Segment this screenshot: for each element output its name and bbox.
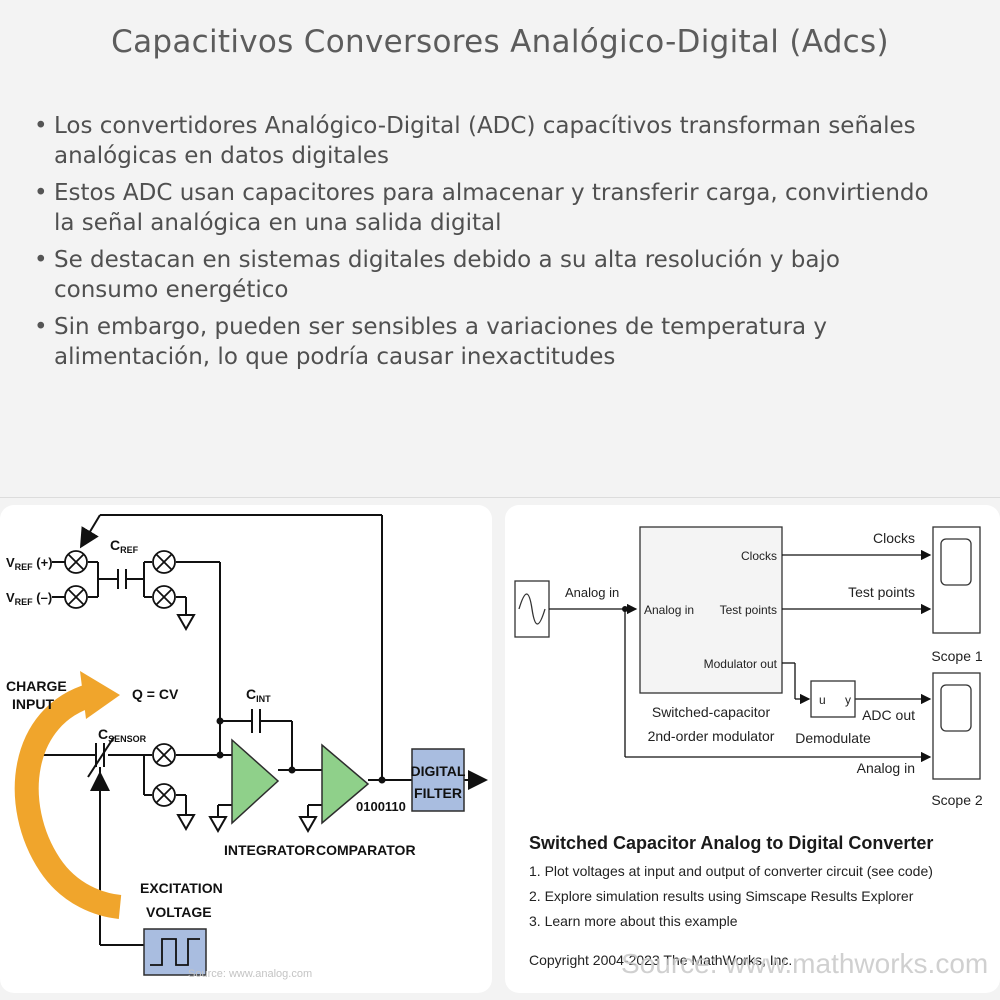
port-test-points: Test points bbox=[720, 603, 777, 617]
excitation-label-2: VOLTAGE bbox=[146, 904, 212, 920]
page-title: Capacitivos Conversores Analógico-Digita… bbox=[111, 24, 889, 60]
sine-wave-icon bbox=[518, 593, 546, 625]
scope-2-screen-icon bbox=[940, 684, 972, 732]
integrator-label: INTEGRATOR bbox=[224, 842, 315, 858]
bullet-item: Los convertidores Analógico-Digital (ADC… bbox=[32, 112, 932, 171]
scope-2-label: Scope 2 bbox=[931, 792, 983, 808]
left-source-label: Source: www.analog.com bbox=[188, 968, 312, 980]
switched-capacitor-block bbox=[639, 526, 783, 694]
comparator-label: COMPARATOR bbox=[316, 842, 416, 858]
excitation-label-1: EXCITATION bbox=[140, 880, 223, 896]
charge-input-label-2: INPUT bbox=[12, 696, 54, 712]
signal-test-points: Test points bbox=[848, 584, 915, 600]
port-clocks: Clocks bbox=[741, 549, 777, 563]
model-step-3: 3. Learn more about this example bbox=[529, 913, 738, 929]
bitstream-label: 0100110 bbox=[356, 799, 406, 814]
cref-label: CREF bbox=[110, 537, 139, 555]
bullet-item: Se destacan en sistemas digitales debido… bbox=[32, 246, 932, 305]
vref-minus-label: VREF (–) bbox=[6, 590, 52, 607]
demodulate-block bbox=[810, 680, 856, 718]
scope-1-label: Scope 1 bbox=[931, 648, 983, 664]
charge-input-label-1: CHARGE bbox=[6, 678, 67, 694]
block-port-in: Analog in bbox=[644, 603, 694, 617]
model-step-1: 1. Plot voltages at input and output of … bbox=[529, 863, 933, 879]
demodulate-label: Demodulate bbox=[795, 730, 871, 746]
simulink-model-panel: Analog in Analog in Clocks Test points M… bbox=[505, 505, 1000, 993]
model-title: Switched Capacitor Analog to Digital Con… bbox=[529, 833, 933, 853]
capacitive-adc-diagram-panel: VREF (+) VREF (–) CREF CINT CSENSOR CHAR… bbox=[0, 505, 492, 993]
capacitive-adc-diagram: VREF (+) VREF (–) CREF CINT CSENSOR CHAR… bbox=[6, 514, 488, 980]
vref-plus-label: VREF (+) bbox=[6, 555, 53, 572]
block-name-line-2: 2nd-order modulator bbox=[648, 728, 775, 744]
signal-analog-in: Analog in bbox=[857, 760, 915, 776]
charge-arrowhead bbox=[80, 671, 120, 719]
bullet-list: Los convertidores Analógico-Digital (ADC… bbox=[32, 112, 932, 380]
signal-clocks: Clocks bbox=[873, 530, 915, 546]
model-step-2: 2. Explore simulation results using Sims… bbox=[529, 888, 914, 904]
bullet-item: Sin embargo, pueden ser sensibles a vari… bbox=[32, 313, 932, 372]
charge-arrow bbox=[14, 683, 122, 919]
comparator-amplifier bbox=[321, 743, 370, 825]
cint-label: CINT bbox=[246, 686, 271, 704]
simulink-model-diagram: Analog in Analog in Clocks Test points M… bbox=[514, 526, 988, 979]
q-cv-label: Q = CV bbox=[132, 686, 179, 702]
csensor-label: CSENSOR bbox=[98, 726, 147, 744]
right-source-label: Source: www.mathworks.com bbox=[621, 948, 988, 979]
signal-adc-out: ADC out bbox=[862, 707, 915, 723]
bullet-item: Estos ADC usan capacitores para almacena… bbox=[32, 179, 932, 238]
copyright-label: Copyright 2004-2023 The MathWorks, Inc. bbox=[529, 952, 792, 968]
feedback-arrow bbox=[79, 514, 101, 549]
excitation-voltage-box bbox=[143, 928, 207, 976]
digital-filter-label-2: FILTER bbox=[414, 785, 462, 801]
demod-u: u bbox=[819, 693, 826, 707]
demod-y: y bbox=[845, 693, 851, 707]
digital-filter-label-1: DIGITAL bbox=[411, 763, 466, 779]
digital-filter-box bbox=[411, 748, 465, 812]
integrator-amplifier bbox=[231, 738, 280, 825]
block-name-line-1: Switched-capacitor bbox=[652, 704, 771, 720]
scope-1-screen-icon bbox=[940, 538, 972, 586]
square-wave-icon bbox=[150, 938, 200, 966]
divider bbox=[0, 497, 1000, 498]
port-modulator-out: Modulator out bbox=[704, 657, 778, 671]
source-signal-label: Analog in bbox=[565, 585, 619, 600]
